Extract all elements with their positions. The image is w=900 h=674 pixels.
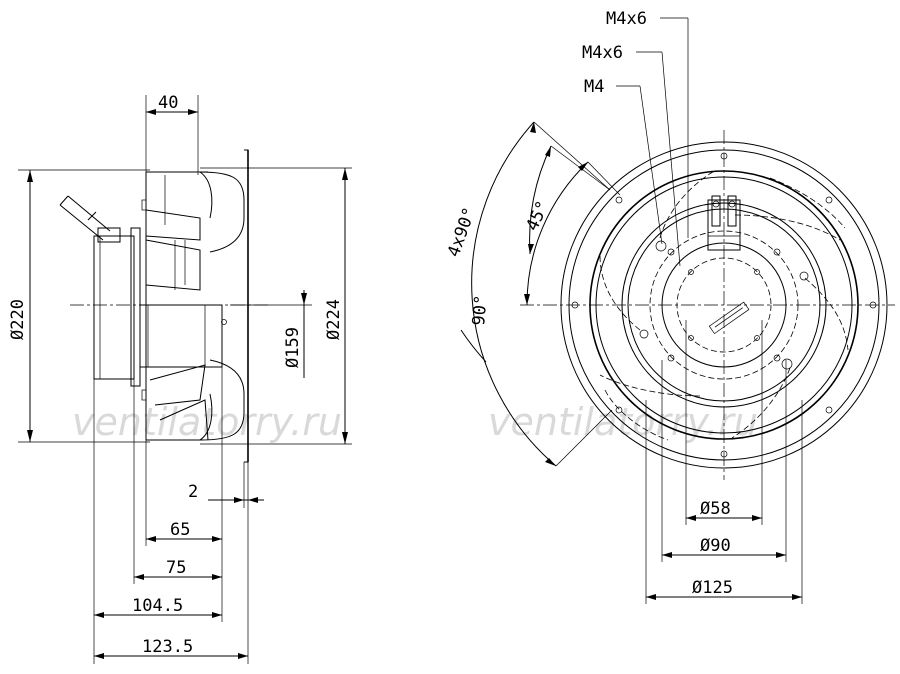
dim-d224: Ø224 — [200, 167, 352, 445]
side-view: Ø220 Ø224 Ø159 40 — [8, 93, 352, 664]
motor-housing — [139, 304, 223, 368]
label-m4: M4 — [584, 77, 604, 97]
impeller-blades — [599, 169, 849, 441]
dim-w123-5-label: 123.5 — [142, 637, 193, 657]
dim-w2: 2 — [188, 462, 264, 508]
flange-holes — [571, 152, 877, 458]
cable-outlet — [707, 195, 741, 251]
dim-d220: Ø220 — [8, 169, 150, 443]
dim-w65: 65 — [145, 367, 223, 546]
label-angle-4x90: 4x90° — [444, 205, 480, 260]
dim-w65-label: 65 — [170, 520, 190, 540]
bolt-circle-58 — [676, 257, 772, 353]
dim-w104-5: 104.5 — [93, 379, 223, 622]
angle-dims — [460, 121, 621, 467]
dim-d159-label: Ø159 — [283, 327, 303, 368]
outer-flange — [560, 141, 888, 469]
dim-d58-label: Ø58 — [700, 499, 731, 519]
dim-w40: 40 — [145, 93, 199, 175]
dim-w40-label: 40 — [158, 93, 178, 113]
rotor-inner — [661, 242, 787, 368]
dim-d125-label: Ø125 — [692, 578, 733, 598]
dim-d125: Ø125 — [645, 400, 803, 604]
dim-w75-label: 75 — [166, 558, 186, 578]
label-angle-45: 45° — [522, 198, 553, 234]
label-m4x6-mid: M4x6 — [582, 43, 623, 63]
label-m4x6-top: M4x6 — [606, 9, 647, 29]
bolt-circle-90 — [649, 230, 799, 380]
dim-w123-5: 123.5 — [93, 508, 249, 664]
flange-inner-edge — [568, 149, 880, 461]
cable-gland — [59, 195, 121, 243]
label-angle-90: 90° — [469, 294, 492, 326]
rotor-outer — [621, 202, 827, 408]
dim-d58: Ø58 — [685, 320, 763, 525]
dim-d90: Ø90 — [661, 360, 787, 562]
impeller-ring — [589, 170, 859, 440]
dim-d224-label: Ø224 — [324, 299, 344, 340]
dim-w75: 75 — [133, 379, 223, 584]
impeller-ring-inner — [595, 176, 853, 434]
dim-w2-label: 2 — [188, 482, 198, 502]
motor-backplate — [93, 227, 141, 387]
thread-leaders — [616, 17, 689, 267]
rating-plate — [708, 301, 750, 335]
dim-d159: Ø159 — [230, 290, 312, 378]
dim-d90-label: Ø90 — [700, 536, 731, 556]
dim-w104-5-label: 104.5 — [132, 596, 183, 616]
front-view: M4x6 M4x6 M4 4x90° 45° 90° — [444, 9, 895, 604]
impeller — [141, 171, 209, 441]
inlet-ring — [199, 149, 249, 463]
rotor-outer-2 — [627, 208, 821, 402]
rotor-holes — [639, 240, 809, 370]
dim-d220-label: Ø220 — [8, 299, 28, 340]
